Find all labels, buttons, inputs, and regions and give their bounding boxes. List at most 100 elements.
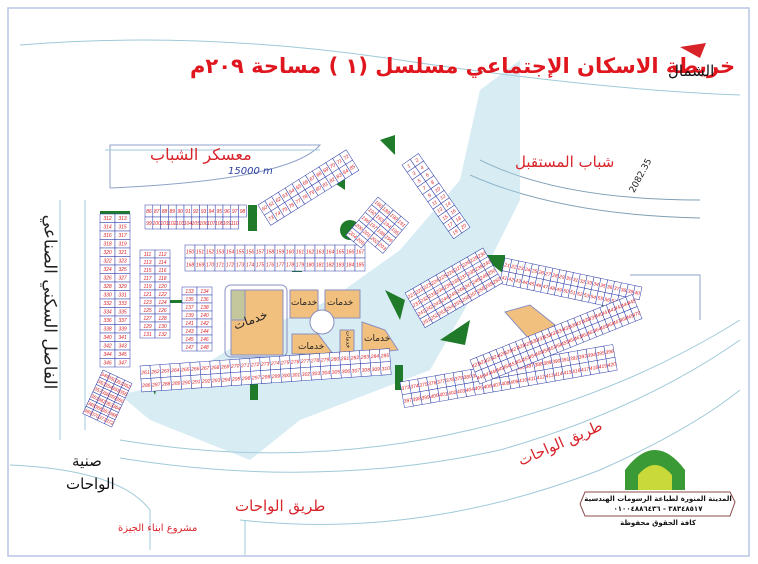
- plot[interactable]: 278: [309, 353, 321, 368]
- plot[interactable]: 408: [499, 375, 512, 391]
- plot[interactable]: 281: [339, 351, 351, 366]
- plot[interactable]: 307: [350, 363, 362, 378]
- plot[interactable]: 260: [489, 273, 504, 288]
- plot[interactable]: 319: [114, 239, 131, 249]
- plot[interactable]: 85: [345, 159, 360, 175]
- plot[interactable]: 326: [99, 273, 116, 283]
- plot[interactable]: 161: [294, 244, 306, 259]
- plot[interactable]: 155: [234, 244, 246, 259]
- plot[interactable]: 174: [244, 257, 256, 272]
- plot[interactable]: 293: [210, 373, 222, 388]
- plot[interactable]: 89: [168, 204, 177, 218]
- plot[interactable]: 282: [349, 350, 361, 365]
- plot[interactable]: 86: [144, 204, 154, 218]
- plot[interactable]: 300: [280, 368, 292, 383]
- plot[interactable]: 420: [605, 357, 618, 372]
- plot[interactable]: 113: [139, 257, 156, 267]
- plot[interactable]: 261: [139, 365, 152, 380]
- plot[interactable]: 180: [304, 257, 316, 272]
- plot[interactable]: 271: [239, 358, 251, 373]
- plot[interactable]: 275: [279, 355, 291, 370]
- plot[interactable]: 142: [196, 318, 213, 328]
- plot[interactable]: 129: [139, 321, 156, 331]
- plot[interactable]: 171: [214, 257, 226, 272]
- plot[interactable]: 263: [159, 363, 172, 378]
- plot[interactable]: 292: [200, 373, 212, 389]
- plot[interactable]: 160: [284, 244, 296, 259]
- plot[interactable]: 266: [189, 361, 202, 376]
- plot[interactable]: 322: [99, 256, 116, 266]
- plot[interactable]: 417: [579, 361, 591, 377]
- plot[interactable]: 119: [139, 281, 156, 291]
- plot[interactable]: 316: [99, 230, 116, 240]
- plot[interactable]: 176: [264, 257, 276, 272]
- plot[interactable]: 158: [264, 244, 276, 259]
- plot[interactable]: 309: [370, 361, 382, 377]
- plot[interactable]: 205: [353, 233, 368, 249]
- plot[interactable]: 92: [191, 204, 200, 218]
- plot[interactable]: 148: [196, 342, 213, 352]
- plot[interactable]: 346: [99, 358, 116, 368]
- plot[interactable]: 153: [214, 244, 226, 259]
- plot[interactable]: 332: [99, 298, 116, 308]
- plot[interactable]: 118: [154, 273, 171, 283]
- plot[interactable]: 269: [219, 359, 231, 374]
- plot[interactable]: 159: [274, 244, 286, 259]
- plot[interactable]: 170: [204, 257, 216, 272]
- plot[interactable]: 314: [99, 222, 116, 232]
- plot[interactable]: 87: [152, 204, 161, 218]
- plot[interactable]: 312: [99, 213, 116, 223]
- plot[interactable]: 112: [154, 249, 171, 259]
- plot[interactable]: 372: [104, 416, 116, 428]
- plot[interactable]: 268: [209, 360, 221, 375]
- plot[interactable]: 289: [170, 375, 182, 391]
- plot[interactable]: 267: [199, 360, 212, 376]
- plot[interactable]: 162: [304, 244, 316, 259]
- plot[interactable]: 305: [330, 364, 342, 379]
- plot[interactable]: 280: [329, 351, 341, 366]
- plot[interactable]: 333: [114, 298, 131, 308]
- plot[interactable]: 152: [204, 244, 216, 259]
- plot[interactable]: 183: [334, 257, 346, 272]
- plot[interactable]: 147: [181, 342, 198, 352]
- plot[interactable]: 339: [114, 324, 131, 334]
- plot[interactable]: 296: [240, 371, 252, 386]
- plot[interactable]: 115: [139, 265, 156, 275]
- plot[interactable]: 185: [354, 257, 366, 272]
- plot[interactable]: 272: [249, 357, 261, 372]
- plot[interactable]: 157: [254, 244, 266, 259]
- plot[interactable]: 396: [603, 344, 616, 360]
- plot[interactable]: 276: [289, 354, 301, 369]
- plot[interactable]: 338: [99, 324, 116, 334]
- plot[interactable]: 166: [344, 244, 356, 259]
- plot[interactable]: 274: [269, 355, 281, 371]
- plot[interactable]: 40: [632, 285, 643, 301]
- plot[interactable]: 303: [310, 366, 322, 381]
- plot[interactable]: 138: [196, 302, 213, 312]
- plot[interactable]: 345: [114, 349, 131, 359]
- plot[interactable]: 290: [180, 375, 192, 390]
- plot[interactable]: 43: [512, 273, 524, 289]
- plot[interactable]: 310: [380, 361, 392, 376]
- plot[interactable]: 117: [139, 273, 156, 283]
- plot[interactable]: 172: [224, 257, 236, 272]
- plot[interactable]: 283: [359, 349, 371, 364]
- plot[interactable]: 335: [114, 307, 131, 317]
- plot[interactable]: 340: [99, 332, 116, 342]
- plot[interactable]: 90: [175, 204, 185, 218]
- plot[interactable]: 343: [114, 341, 131, 351]
- plot[interactable]: 95: [214, 204, 224, 218]
- plot[interactable]: 295: [230, 371, 242, 386]
- plot[interactable]: 134: [196, 286, 213, 296]
- plot[interactable]: 470: [630, 306, 643, 322]
- plot[interactable]: 135: [181, 294, 198, 304]
- plot[interactable]: 54: [588, 289, 599, 305]
- plot[interactable]: 173: [234, 257, 246, 272]
- plot[interactable]: 20: [456, 219, 471, 234]
- plot[interactable]: 315: [114, 222, 131, 232]
- plot[interactable]: 139: [181, 310, 198, 320]
- plot[interactable]: 270: [229, 358, 241, 373]
- plot[interactable]: 184: [344, 257, 356, 272]
- plot[interactable]: 329: [114, 281, 131, 291]
- plot[interactable]: 93: [199, 204, 208, 218]
